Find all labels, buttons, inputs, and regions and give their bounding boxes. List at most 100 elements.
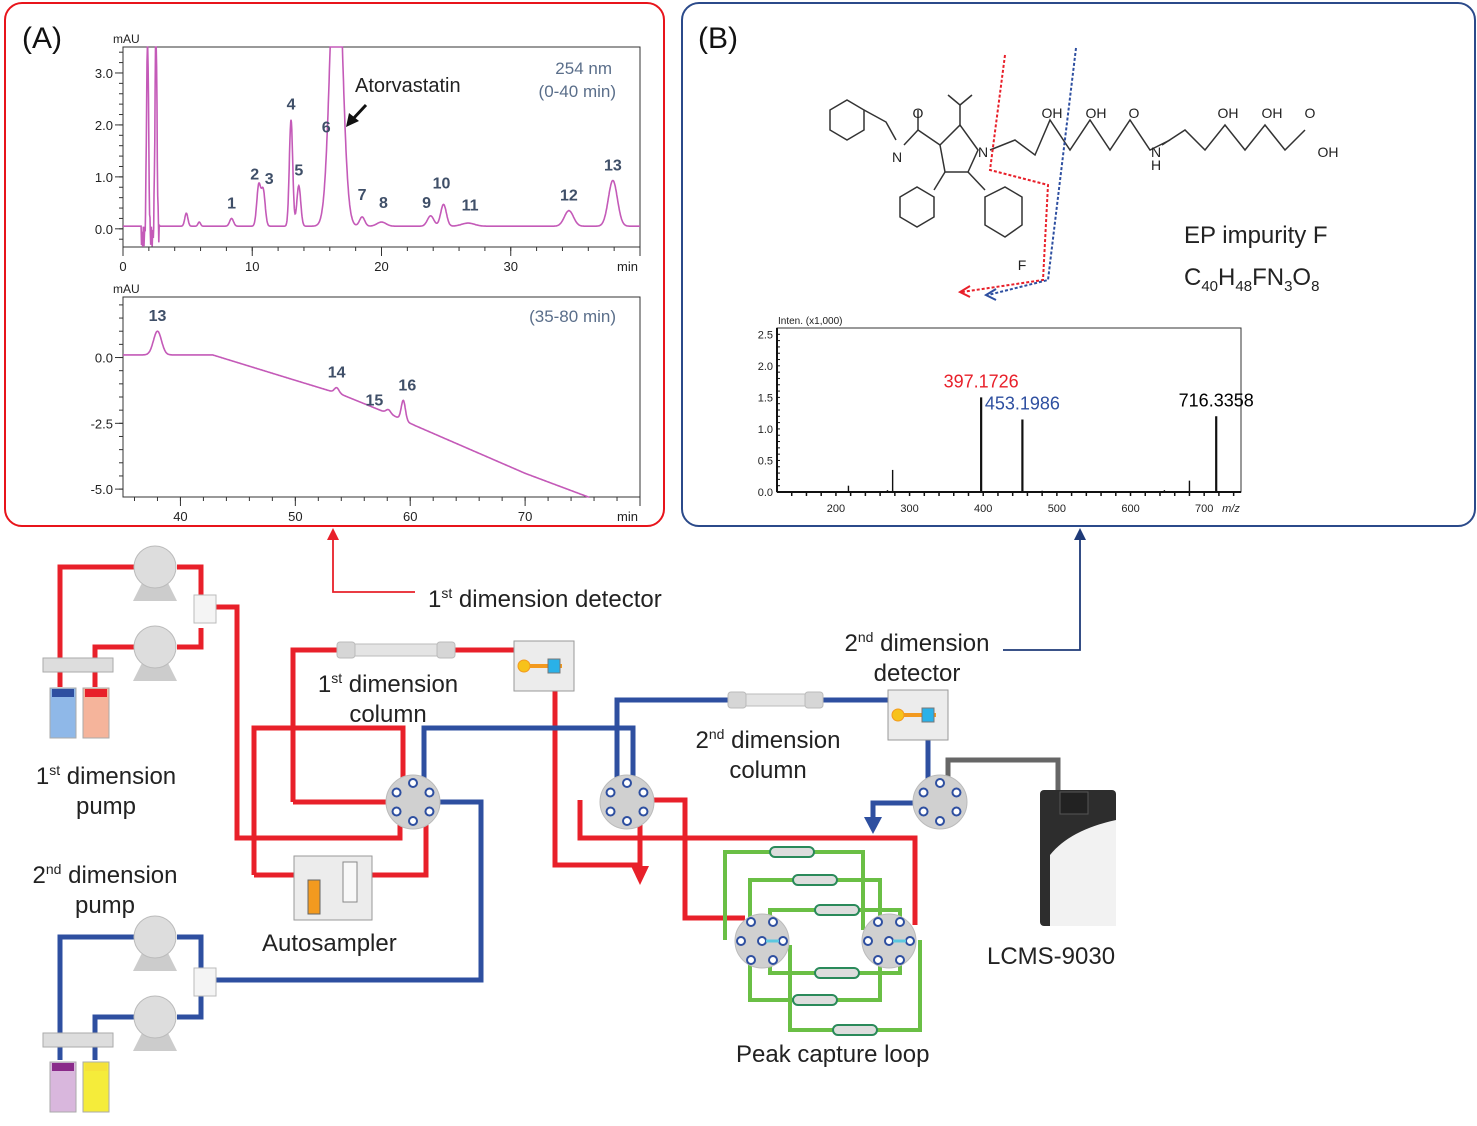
line-autosampler-loop [251,725,406,875]
valve-port [746,955,756,965]
compound-name: EP impurity F [1184,222,1328,249]
formula-h: H [1218,264,1236,291]
peak-label-9: 9 [422,195,431,212]
connector-line-1st-detector [332,538,415,593]
y-tick-label: 2.0 [758,361,773,373]
chromatogram-trace [123,330,590,498]
main-chain [989,118,1171,157]
ms-peak-label-453: 453.1986 [985,393,1060,413]
formula-c-count: 40 [1201,277,1219,295]
label-peak-capture-loop: Peak capture loop [736,1041,930,1068]
peak-label-3: 3 [265,171,274,188]
benzene-ring-bottom [899,186,935,228]
formula-c: C [1184,264,1202,291]
formula-n-count: 3 [1284,277,1293,295]
isopropyl-b [959,94,973,106]
peak-label-1: 1 [227,195,236,212]
pump-1a-icon [133,545,177,601]
x-tick-label: 60 [403,509,417,524]
pump-head [133,915,177,959]
pump-base [133,661,177,681]
peak-label-16: 16 [398,377,416,394]
atom-f: F [1018,257,1027,273]
line-to-ms [945,757,1061,795]
line-waste-2 [870,800,918,820]
valve-port [408,778,418,788]
x-tick-label: 30 [504,259,518,274]
y-axis-label: mAU [113,282,140,296]
valve-1-icon [385,774,441,830]
x-tick-label: 20 [374,259,388,274]
y-axis-label: mAU [113,32,140,46]
peak-label-11: 11 [462,198,479,215]
loop-capillary [814,904,860,916]
valve-port [873,917,883,927]
autosampler-syringe [342,861,358,903]
atom-n-pyrrole: N [978,144,988,160]
valve-port [895,955,905,965]
pyrrole-link [917,129,941,146]
y-tick-label: 2.0 [95,118,113,133]
x-tick-label: 200 [827,503,845,515]
label-autosampler: Autosampler [262,930,397,957]
waste-arrow-2 [864,817,882,834]
formula-o-count: 8 [1311,277,1320,295]
bottle-blue-cap [52,689,74,697]
x-tick-label: 50 [288,509,302,524]
atom-oh-4: OH [1262,105,1283,121]
degasser-2-icon [42,1032,114,1048]
capture-valve-right-icon [861,913,917,969]
valve-port [605,806,616,817]
valve-port [918,787,929,798]
phenyl-bond [933,171,946,191]
mixer-1-icon [193,594,217,624]
peak-label-15: 15 [365,393,383,410]
panel-b-ms-structure [681,2,1476,527]
fragment-arrow-red [957,285,971,298]
formula-fn: FN [1252,264,1285,291]
x-tick-label: 300 [900,503,918,515]
annotation-wavelength: 254 nm [555,59,612,78]
line-valve2-out [645,797,745,921]
chain-2 [1161,123,1306,152]
atom-o: O [913,105,924,121]
detector-lamp [891,708,905,722]
formula-o: O [1292,264,1312,291]
peak-label-12: 12 [560,188,578,205]
line-pump2-d [177,996,204,1020]
valve-port [863,936,873,946]
column-fitting [727,691,747,709]
fragment-arrow-blue [983,288,997,301]
valve-port [778,936,788,946]
atom-oh-5: OH [1318,144,1339,160]
panel-b-label: (B) [698,22,738,55]
autosampler-icon [293,855,373,921]
line-pump2-b [177,934,204,980]
atom-oh-3: OH [1218,105,1239,121]
pump-head [133,625,177,669]
valve-3-icon [912,774,968,830]
valve-port [638,787,649,798]
line-col1-in [290,647,337,802]
ms-peak-label-716: 716.3358 [1179,390,1254,410]
pump-base [133,581,177,601]
x-tick-label: 600 [1121,503,1139,515]
pump-base [133,1031,177,1051]
x-axis-label: min [617,509,638,524]
valve-port [895,917,905,927]
x-tick-label: 0 [119,259,126,274]
fluorophenyl-ring [984,186,1023,238]
peak-label-14: 14 [328,365,346,382]
atom-n-amide: N [1151,144,1161,160]
atom-oh-1: OH [1042,105,1063,121]
x-tick-label: 500 [1048,503,1066,515]
line-col1-out [455,647,640,868]
y-tick-label: 0.0 [758,487,773,499]
valve-port [408,816,418,826]
y-tick-label: 3.0 [95,66,113,81]
ms-peak-label-397: 397.1726 [944,371,1019,391]
